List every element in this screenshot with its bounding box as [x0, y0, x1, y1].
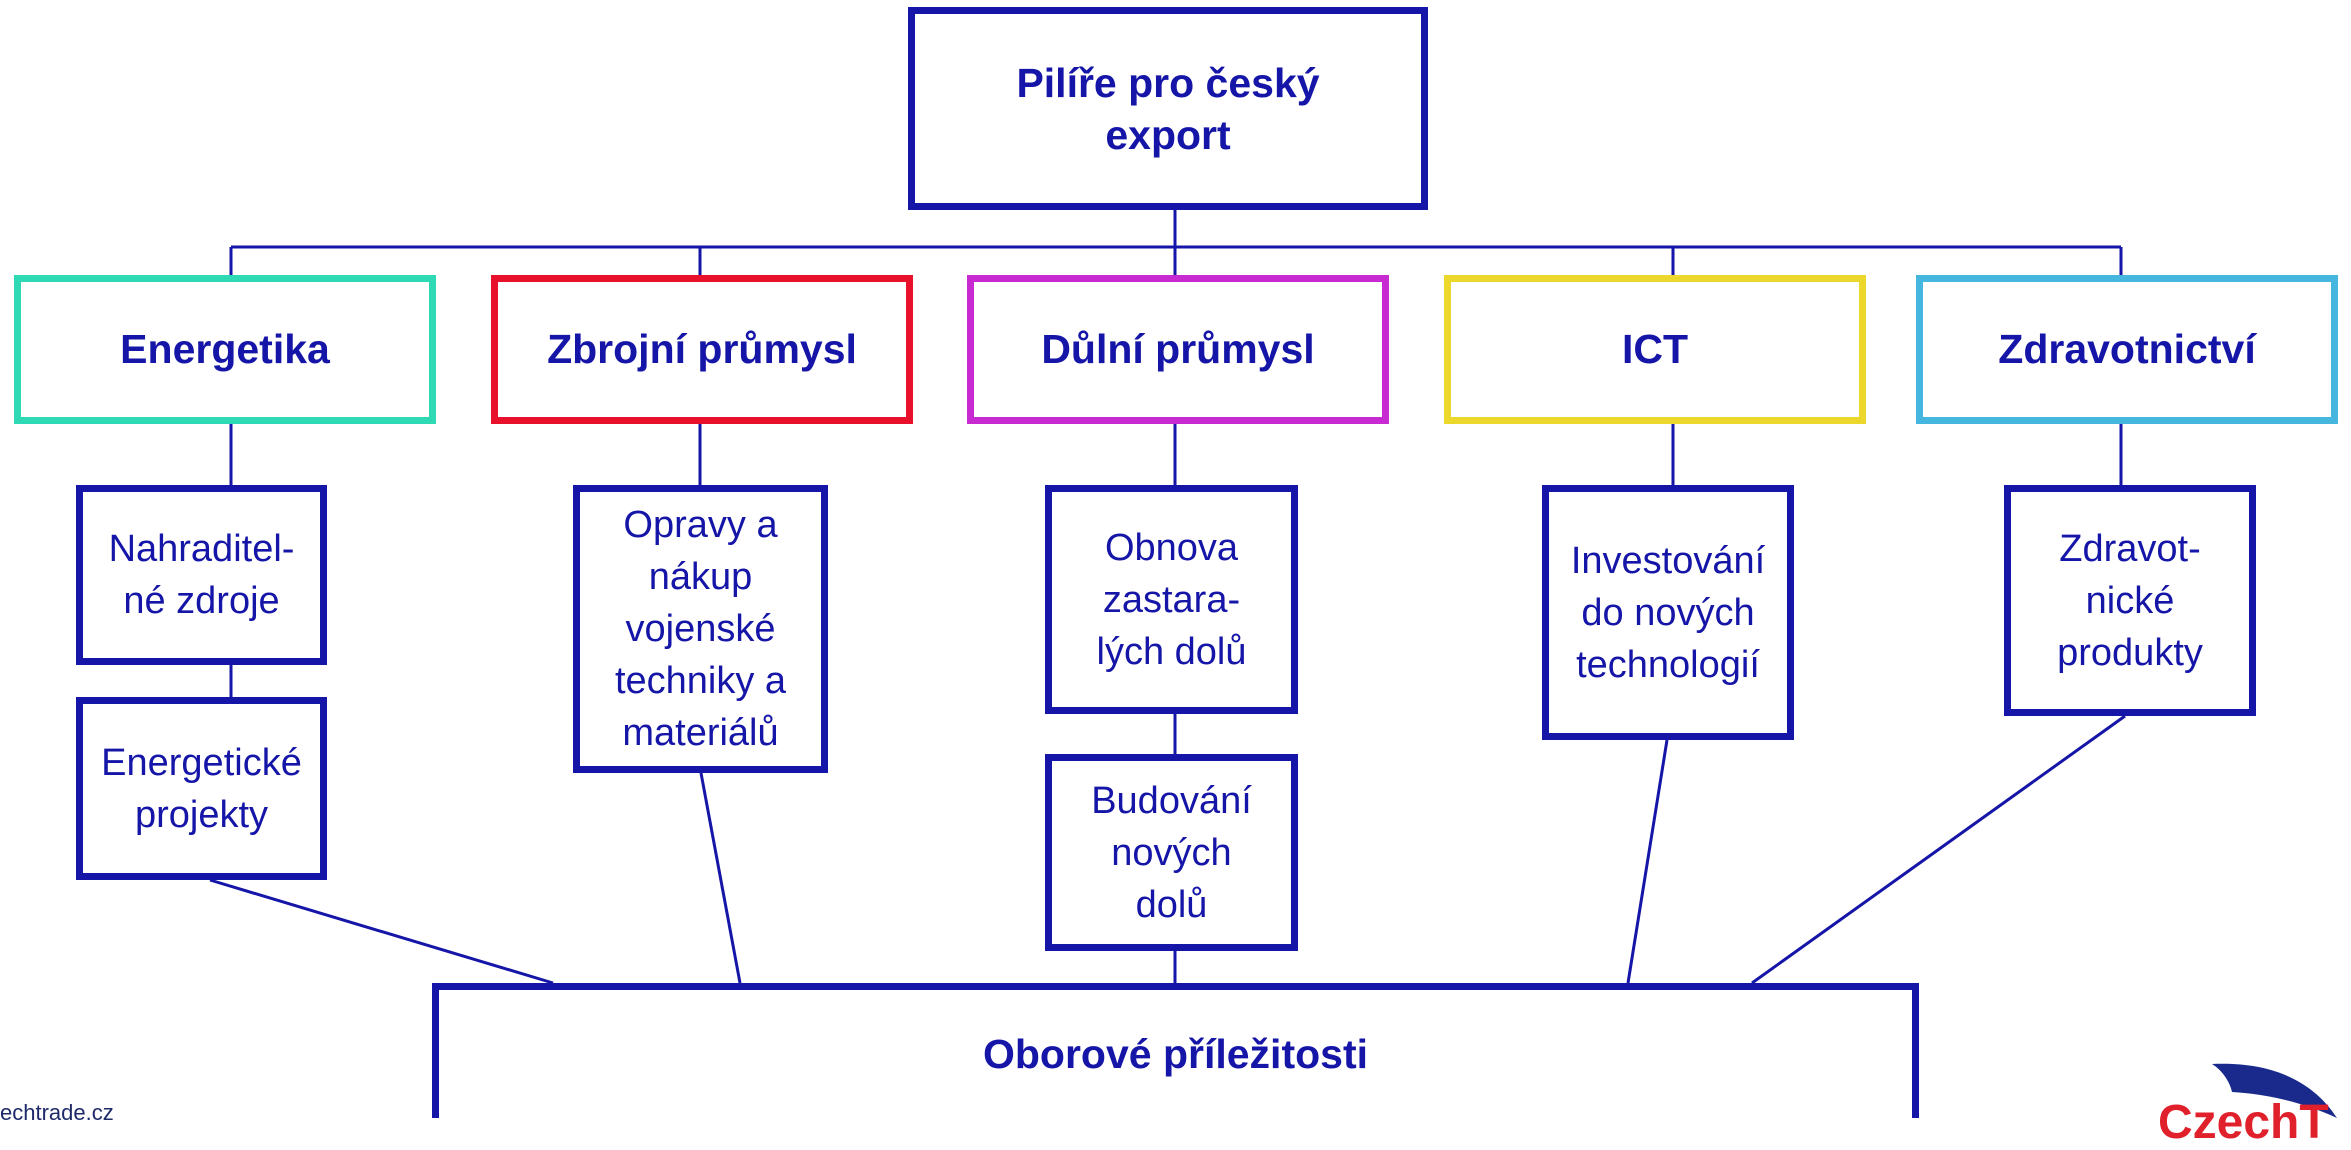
- link-ict-bottom: [1626, 739, 1669, 984]
- sub-box-zdravotnicke-produkty: Zdravot- nické produkty: [2004, 485, 2256, 716]
- sub-label-obnova-dolu: Obnova zastara- lých dolů: [1096, 526, 1247, 673]
- category-box-energetika: Energetika: [14, 275, 436, 424]
- sub-label-zdravotnicke-produkty: Zdravot- nické produkty: [2057, 527, 2203, 674]
- root-box: Pilíře pro český export: [908, 7, 1428, 210]
- category-label-zdravotnictvi: Zdravotnictví: [1998, 326, 2256, 372]
- category-label-dulni: Důlní průmysl: [1041, 326, 1315, 372]
- sub-box-energeticke-projekty: Energetické projekty: [76, 697, 327, 880]
- footer-url: echtrade.cz: [0, 1100, 114, 1125]
- bottom-box: Oborové příležitosti: [432, 983, 1919, 1118]
- connector-lines: [209, 210, 2126, 985]
- link-energetika-bottom: [209, 878, 554, 985]
- sub-label-investovani: Investování do nových technologií: [1570, 539, 1766, 686]
- sub-label-opravy-nakup: Opravy a nákup vojenské techniky a mater…: [614, 504, 787, 754]
- category-box-dulni: Důlní průmysl: [967, 275, 1389, 424]
- sub-box-investovani: Investování do nových technologií: [1542, 485, 1794, 740]
- logo-sail-icon: [2212, 1063, 2337, 1118]
- bottom-label: Oborové příležitosti: [983, 1031, 1368, 1077]
- sub-box-opravy-nakup: Opravy a nákup vojenské techniky a mater…: [573, 485, 828, 773]
- sub-label-energeticke-projekty: Energetické projekty: [101, 741, 302, 836]
- category-box-ict: ICT: [1444, 275, 1866, 424]
- logo-text: CzechT: [2158, 1096, 2329, 1149]
- sub-label-nahraditelne-zdroje: Nahraditel- né zdroje: [108, 528, 295, 622]
- sub-box-nahraditelne-zdroje: Nahraditel- né zdroje: [76, 485, 327, 665]
- category-box-zdravotnictvi: Zdravotnictví: [1916, 275, 2338, 424]
- link-zbrojni-bottom: [699, 772, 742, 984]
- sub-box-obnova-dolu: Obnova zastara- lých dolů: [1045, 485, 1298, 714]
- sub-label-budovani-dolu: Budování nových dolů: [1091, 779, 1252, 926]
- category-box-zbrojni: Zbrojní průmysl: [491, 275, 913, 424]
- root-label: Pilíře pro český export: [1016, 59, 1320, 158]
- category-label-zbrojni: Zbrojní průmysl: [547, 326, 857, 372]
- category-label-energetika: Energetika: [120, 326, 330, 372]
- sub-box-budovani-dolu: Budování nových dolů: [1045, 754, 1298, 951]
- link-zdravotnictvi-bottom: [1751, 714, 2126, 985]
- category-label-ict: ICT: [1621, 326, 1689, 372]
